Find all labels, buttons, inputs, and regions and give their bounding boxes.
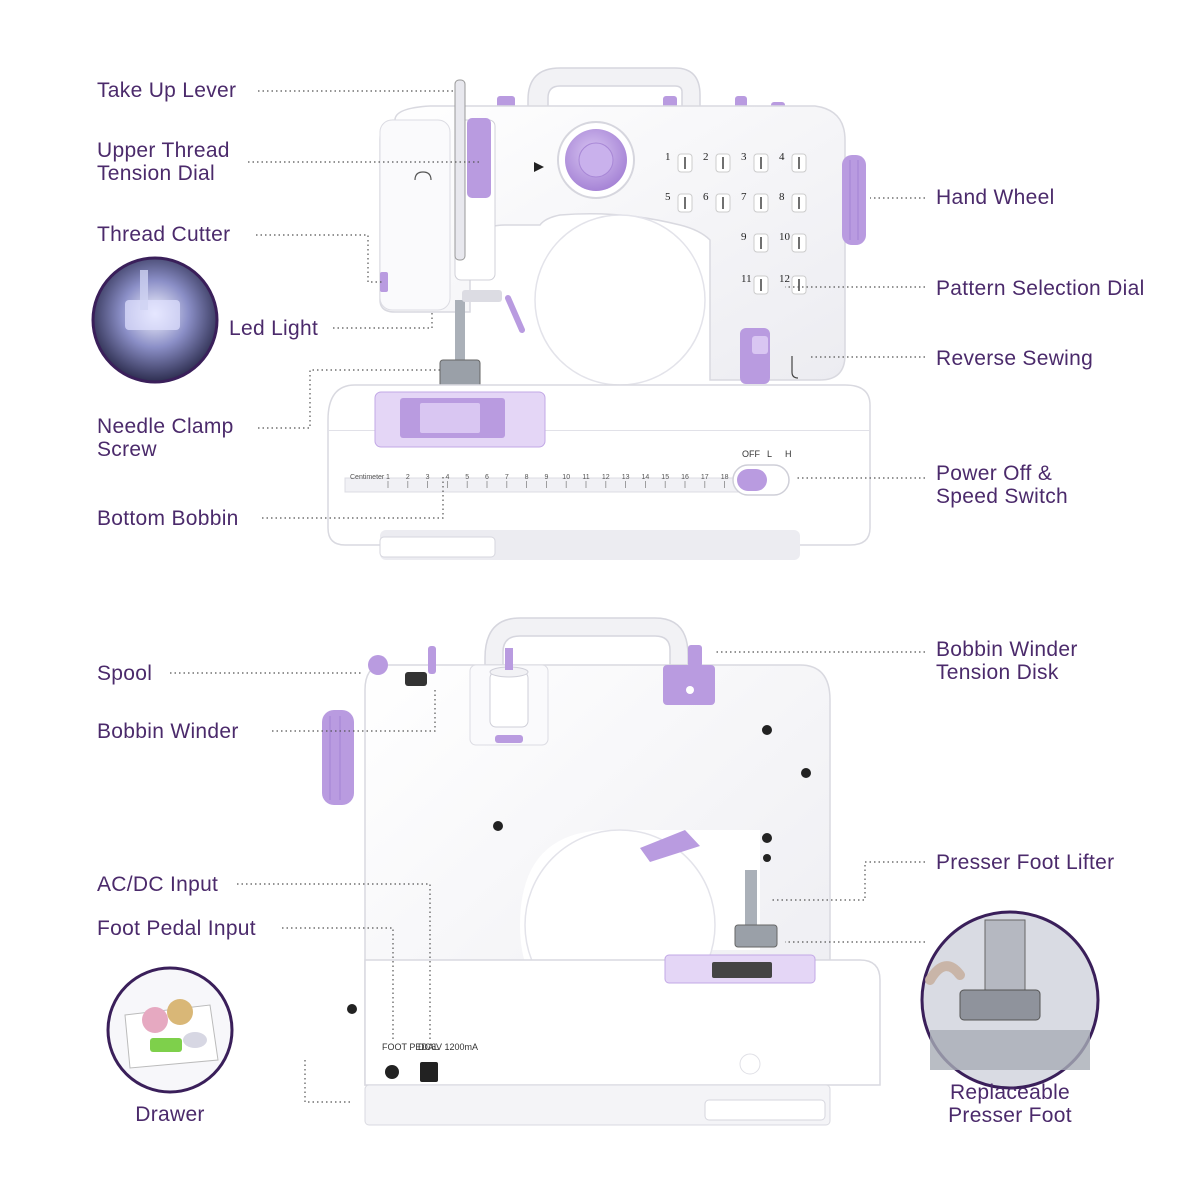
label-foot-pedal-input: Foot Pedal Input: [97, 917, 256, 940]
ruler-tick-label: 1: [386, 474, 390, 481]
ruler-tick-label: 7: [505, 474, 509, 481]
pattern-number: 4: [779, 151, 785, 163]
label-needle-clamp-screw: Needle Clamp Screw: [97, 415, 234, 461]
presser-foot-lifter: [640, 830, 700, 862]
ruler-tick-label: 13: [622, 474, 630, 481]
throat-opening: [534, 214, 706, 386]
label-drawer: Drawer: [135, 1103, 205, 1126]
top-knob: [497, 96, 515, 108]
ruler-tick-label: 14: [642, 474, 650, 481]
led-light-inset: [91, 256, 219, 384]
presser-foot-inset: [920, 910, 1100, 1090]
pattern-number: 8: [779, 191, 785, 203]
pattern-number: 3: [741, 151, 747, 163]
carry-handle: [484, 617, 689, 666]
thread-guide-symbol: [414, 171, 432, 181]
presser-foot: [439, 359, 481, 389]
upper-thread-tension-dial: [467, 118, 491, 198]
ruler-tick-label: 4: [445, 474, 449, 481]
presser-foot-lever: [505, 295, 525, 333]
pattern-number: 1: [665, 151, 671, 163]
led-light-lens: [462, 290, 502, 302]
label-upper-thread-tension-dial: Upper Thread Tension Dial: [97, 139, 230, 185]
pattern-number: 6: [703, 191, 709, 203]
pattern-number: 12: [779, 273, 790, 285]
spool-pin: [368, 655, 388, 675]
ruler-tick-label: 6: [485, 474, 489, 481]
port-label-foot-pedal: FOOT PEDAL: [382, 1042, 439, 1052]
dial-pointer: [534, 162, 544, 172]
label-ac-dc-input: AC/DC Input: [97, 873, 219, 896]
thread-cutter: [380, 272, 388, 292]
label-power-speed-switch: Power Off & Speed Switch: [936, 462, 1069, 508]
ac-dc-port: [420, 1062, 438, 1082]
presser-foot: [734, 924, 778, 948]
switch-label-off: OFF: [742, 449, 760, 459]
switch-label-l: L: [767, 449, 772, 459]
needle-bar: [455, 300, 465, 360]
rear-sewing-machine: FOOT PEDAL DC6V 1200mA: [322, 617, 881, 1126]
switch-label-h: H: [785, 449, 792, 459]
bobbin-winder-pin: [428, 646, 436, 674]
ruler-tick-label: 18: [721, 474, 729, 481]
left-head: [379, 119, 451, 311]
pattern-number: 11: [741, 273, 752, 285]
ruler-tick-label: 3: [426, 474, 430, 481]
leader-lines: [170, 90, 925, 1103]
ruler-tick-label: 5: [465, 474, 469, 481]
label-bottom-bobbin: Bottom Bobbin: [97, 507, 239, 530]
label-led-light: Led Light: [229, 317, 319, 340]
ruler-tick-label: 10: [562, 474, 570, 481]
top-knob: [663, 96, 677, 108]
label-reverse-sewing: Reverse Sewing: [936, 347, 1094, 370]
label-pattern-selection-dial: Pattern Selection Dial: [936, 277, 1145, 300]
label-thread-cutter: Thread Cutter: [97, 223, 231, 246]
pattern-number: 9: [741, 231, 747, 243]
ruler-tick-label: 9: [544, 474, 548, 481]
ruler-tick-label: 15: [661, 474, 669, 481]
label-presser-foot-lifter: Presser Foot Lifter: [936, 851, 1115, 874]
ruler-tick-label: 17: [701, 474, 709, 481]
ruler-tick-label: 11: [582, 474, 589, 481]
port-label-dc: DC6V 1200mA: [418, 1042, 478, 1052]
thread-spool: [489, 671, 529, 728]
foot-pedal-port: [385, 1065, 399, 1079]
ruler-tick-label: 2: [406, 474, 410, 481]
bobbin-winder-tension-disk: [663, 665, 715, 705]
ruler-caption: Centimeter: [350, 474, 385, 481]
label-spool: Spool: [97, 662, 153, 685]
needle-bar: [745, 870, 757, 930]
take-up-lever: [454, 79, 466, 261]
top-knob: [735, 96, 747, 108]
carry-handle: [527, 67, 701, 113]
label-bobbin-winder: Bobbin Winder: [97, 720, 239, 743]
label-bobbin-winder-tension-disk: Bobbin Winder Tension Disk: [936, 638, 1078, 684]
ruler-tick-label: 16: [681, 474, 689, 481]
hand-wheel: [322, 710, 354, 805]
label-replaceable-presser-foot: Replaceable Presser Foot: [948, 1081, 1072, 1127]
pattern-number: 5: [665, 191, 671, 203]
label-hand-wheel: Hand Wheel: [936, 186, 1055, 209]
pattern-number: 2: [703, 151, 709, 163]
label-take-up-lever: Take Up Lever: [97, 79, 237, 102]
ruler-tick-label: 12: [602, 474, 610, 481]
hand-wheel: [842, 155, 866, 245]
pattern-number: 10: [779, 231, 791, 243]
pattern-number: 7: [741, 191, 747, 203]
drawer-inset: [106, 966, 234, 1094]
ruler-tick-label: 8: [525, 474, 529, 481]
